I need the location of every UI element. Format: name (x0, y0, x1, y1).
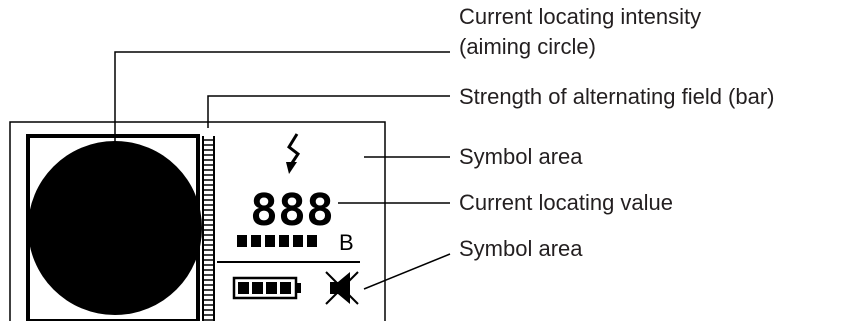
leader-field-strength (207, 95, 450, 128)
battery-icon (232, 276, 301, 300)
label-symbol-area-bottom: Symbol area (459, 236, 583, 261)
segment-bar-block (307, 235, 317, 247)
display-frame (9, 121, 386, 321)
label-intensity-line1: Current locating intensity (459, 4, 701, 29)
label-intensity-line2: (aiming circle) (459, 34, 596, 59)
leader-intensity (114, 51, 450, 142)
lightning-icon (286, 133, 301, 174)
label-locating-value: Current locating value (459, 190, 673, 215)
field-strength-bar (202, 136, 215, 321)
segment-bar-block (251, 235, 261, 247)
segment-bar-letter: B (339, 230, 354, 255)
leader-symbol-area-bottom (363, 253, 451, 290)
segment-bar (237, 235, 317, 247)
segment-bar-block (293, 235, 303, 247)
battery-cell (280, 282, 291, 294)
segment-bar-block (265, 235, 275, 247)
segment-bar-block (279, 235, 289, 247)
battery-cell (266, 282, 277, 294)
speaker-muted-icon (325, 271, 359, 305)
segment-bar-block (237, 235, 247, 247)
locating-value-digits: 888 (250, 185, 334, 236)
aiming-circle-panel (26, 134, 202, 321)
leader-lines (114, 51, 451, 290)
aiming-circle (28, 141, 202, 315)
battery-cell (252, 282, 263, 294)
battery-cell (238, 282, 249, 294)
label-symbol-area-top: Symbol area (459, 144, 583, 169)
label-field-strength: Strength of alternating field (bar) (459, 84, 775, 109)
